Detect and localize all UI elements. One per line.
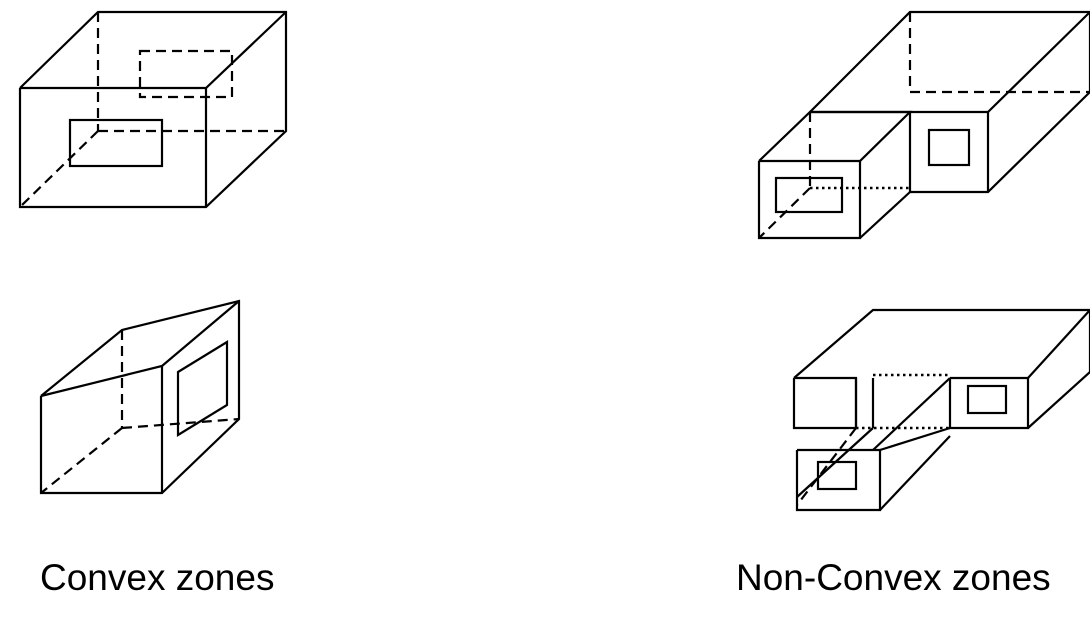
non-convex-protruding-zone [757,10,1090,240]
back-wall-window [138,49,234,99]
lower-block-window [816,460,858,491]
side-wall-window [176,340,229,437]
front-wall-window [68,118,164,168]
non-convex-l-shaped-zone [792,308,1090,512]
main-box-window [927,128,971,167]
convex-box-zone [18,10,288,209]
convex-zones-caption: Convex zones [40,557,275,598]
front-block-window [774,176,844,214]
right-block-window [966,384,1008,415]
non-convex-zones-caption: Non-Convex zones [736,557,1051,598]
convex-sloped-zone [39,299,241,495]
